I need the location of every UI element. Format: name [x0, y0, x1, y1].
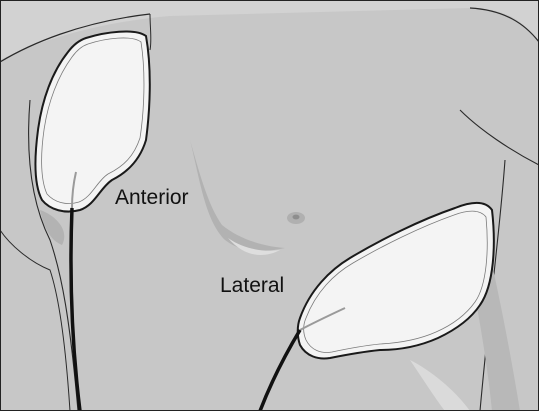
- lateral-label: Lateral: [220, 275, 284, 296]
- nipple-center: [293, 215, 300, 220]
- anterior-label: Anterior: [115, 187, 189, 208]
